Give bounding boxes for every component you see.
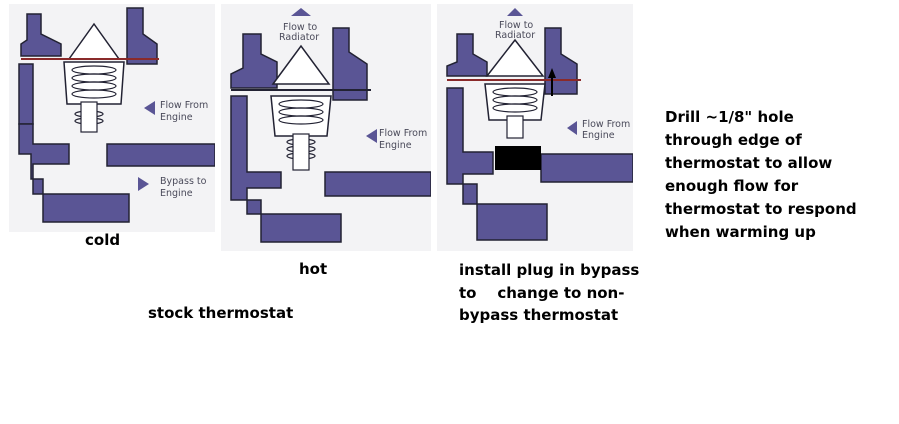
arrow-flow-from-engine [144,101,155,115]
caption-cold: cold [85,231,121,249]
drill-note-line3: thermostat to allow [665,154,833,172]
lower-housing [446,87,548,241]
upper-housing-left [446,33,488,77]
caption-plug-line3: bypass thermostat [459,306,619,324]
drill-note-line6: when warming up [665,223,816,241]
label-flow-from-engine-l2: Engine [582,130,615,141]
drill-note-line4: enough flow for [665,177,799,195]
label-flow-to-radiator-l2: Radiator [495,30,535,41]
label-bypass-to-engine-l1: Bypass to [160,176,207,187]
spring-coils [492,87,538,113]
wax-pellet [506,115,524,139]
arrow-flow-to-radiator [507,8,523,16]
label-flow-from-engine-l1: Flow From [582,119,630,130]
lower-housing [18,123,130,223]
label-bypass-to-engine-l2: Engine [160,188,193,199]
label-flow-to-radiator-l2: Radiator [279,32,319,43]
arrow-flow-to-radiator [291,8,311,16]
wax-pellet [80,101,98,133]
caption-plug-line1: install plug in bypass [459,261,640,279]
lower-housing [230,95,342,243]
bypass-passage [324,171,431,197]
drill-hole-arrow-head [548,68,556,78]
upper-housing-left [20,13,62,57]
upper-housing-left [230,33,278,89]
drill-note-line1: Drill ~1/8" hole [665,108,794,126]
upper-housing-right [544,27,578,95]
diagram-hot: Flow to Radiator Flow From Engine [221,4,431,251]
thermostat-bridge [485,38,545,77]
label-flow-from-engine-l1: Flow From [379,128,427,139]
label-flow-to-radiator-l1: Flow to [499,20,533,31]
drill-note-line2: through edge of [665,131,802,149]
label-flow-from-engine-l2: Engine [379,140,412,151]
thermostat-plugged-drawing: Flow to Radiator Flow From Engine [446,8,633,241]
caption-hot: hot [299,260,328,278]
bypass-plug [495,146,541,170]
thermostat-hot-drawing: Flow to Radiator Flow From Engine [230,8,431,243]
label-flow-to-radiator-l1: Flow to [283,22,317,33]
upper-housing-right [332,27,368,101]
upper-housing-right [126,7,158,65]
caption-plug-line2: to change to non- [459,284,625,302]
drill-note-line5: thermostat to respond [665,200,857,218]
wax-pellet [292,133,310,171]
diagram-cold: Flow From Engine Bypass to Engine [9,4,215,232]
drill-note: Drill ~1/8" hole through edge of thermos… [665,106,885,244]
arrow-flow-from-engine [366,129,377,143]
label-flow-from-engine-l1: Flow From [160,100,208,111]
diagram-plugged: Flow to Radiator Flow From Engine [437,4,633,251]
arrow-flow-from-engine [567,121,577,135]
bypass-passage [106,143,215,167]
label-flow-from-engine-l2: Engine [160,112,193,123]
thermostat-bridge [67,22,121,60]
bypass-passage [540,153,633,183]
thermostat-bridge [271,44,331,85]
thermostat-cold-drawing: Flow From Engine Bypass to Engine [18,7,215,223]
arrow-bypass-to-engine [138,177,149,191]
caption-stock-thermostat: stock thermostat [148,304,294,322]
thermostat-cage [484,83,546,121]
